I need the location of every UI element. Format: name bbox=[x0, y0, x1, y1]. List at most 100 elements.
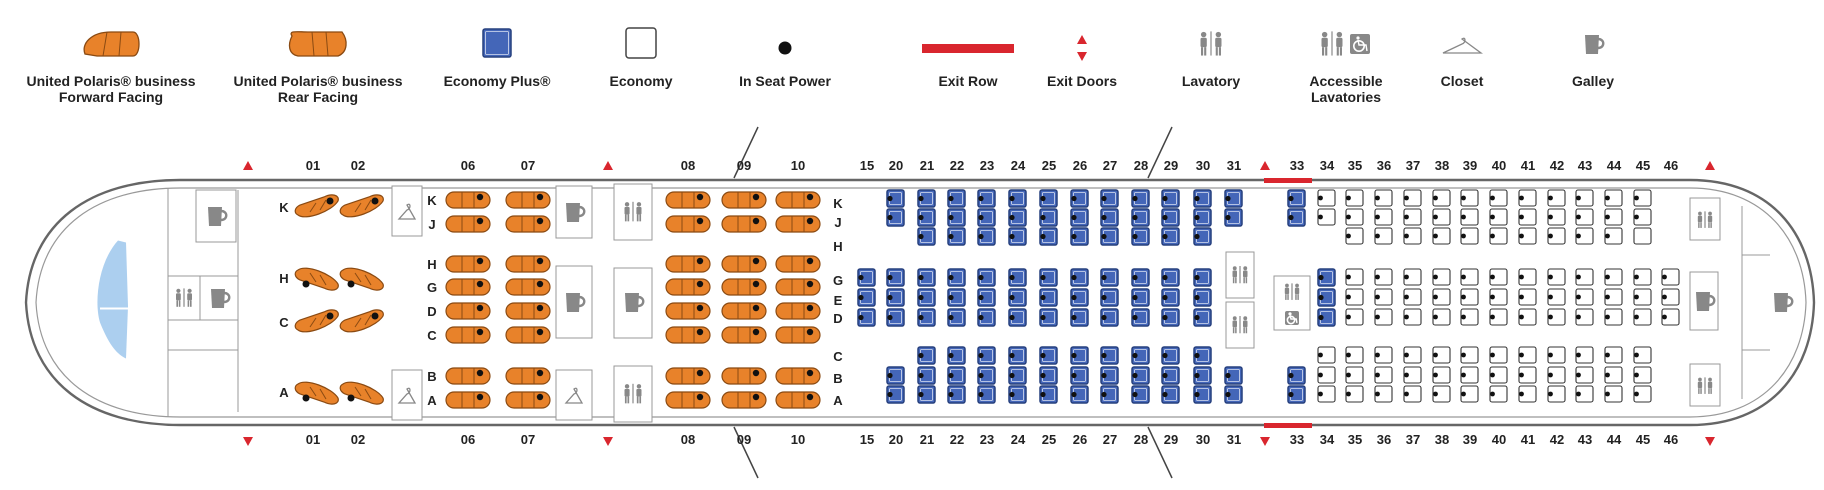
power-dot bbox=[858, 314, 864, 321]
seat-36H bbox=[1374, 227, 1393, 245]
seat-body bbox=[917, 227, 936, 246]
row-label-38: 38 bbox=[1435, 432, 1449, 447]
power-dot bbox=[887, 214, 893, 221]
seat-27C bbox=[1100, 346, 1119, 365]
power-dot bbox=[978, 233, 984, 240]
seat-38H bbox=[1432, 227, 1451, 245]
power-dot bbox=[1162, 274, 1168, 281]
power-dot bbox=[1404, 294, 1409, 300]
power-dot bbox=[978, 314, 984, 321]
seat-body bbox=[1317, 308, 1336, 327]
seat-21A bbox=[917, 385, 936, 404]
seat-body bbox=[1070, 346, 1089, 365]
seat-44H bbox=[1604, 227, 1623, 245]
power-dot bbox=[887, 372, 893, 379]
row-label-39: 39 bbox=[1463, 432, 1477, 447]
power-dot bbox=[1040, 274, 1046, 281]
legend-label: Galley bbox=[1572, 73, 1614, 89]
seat-27B bbox=[1100, 366, 1119, 385]
power-dot bbox=[1009, 233, 1015, 240]
seat-body bbox=[1224, 385, 1243, 404]
power-dot bbox=[1519, 294, 1524, 300]
head bbox=[1356, 36, 1360, 40]
power-dot bbox=[1132, 274, 1138, 281]
leg bbox=[1243, 277, 1245, 284]
seat-body bbox=[886, 268, 905, 287]
torso bbox=[1232, 320, 1237, 328]
seat-23E bbox=[977, 288, 996, 307]
seat-45E bbox=[1633, 288, 1652, 306]
seat-33A bbox=[1287, 385, 1306, 404]
seat-body bbox=[1161, 385, 1180, 404]
power-dot bbox=[696, 217, 704, 225]
seat-34E bbox=[1317, 288, 1336, 307]
seat-body bbox=[1518, 227, 1537, 245]
seat-body bbox=[1008, 227, 1027, 246]
seat-37C bbox=[1403, 346, 1422, 364]
exit-door-arrow-down bbox=[1260, 437, 1270, 446]
power-dot bbox=[752, 393, 760, 401]
seat-27A bbox=[1100, 385, 1119, 404]
seat-36B bbox=[1374, 366, 1393, 384]
power-dot bbox=[696, 280, 704, 288]
seat-10J bbox=[775, 215, 821, 233]
torso bbox=[187, 293, 192, 301]
power-dot bbox=[476, 257, 484, 265]
seat-41C bbox=[1518, 346, 1537, 364]
seat-letter-A: A bbox=[279, 385, 289, 400]
seat-body bbox=[1403, 268, 1422, 286]
seat-body bbox=[1008, 288, 1027, 307]
seat-body bbox=[1604, 346, 1623, 364]
seat-44C bbox=[1604, 346, 1623, 364]
power-dot bbox=[1576, 372, 1581, 378]
person-icon bbox=[624, 202, 630, 222]
seat-letter-B: B bbox=[833, 371, 842, 386]
seat-body bbox=[1193, 346, 1212, 365]
head bbox=[624, 202, 630, 207]
torso bbox=[1294, 287, 1300, 295]
seat-body bbox=[1287, 189, 1306, 208]
seat-42C bbox=[1547, 346, 1566, 364]
row-label-10: 10 bbox=[791, 432, 805, 447]
seat-body bbox=[1345, 308, 1364, 326]
row-label-33: 33 bbox=[1290, 158, 1304, 173]
power-dot bbox=[1318, 195, 1323, 201]
seat-29G bbox=[1161, 268, 1180, 287]
power-dot bbox=[752, 257, 760, 265]
power-dot bbox=[1404, 352, 1409, 358]
seat-body bbox=[1039, 189, 1058, 208]
head bbox=[187, 288, 192, 293]
torso bbox=[1284, 287, 1290, 295]
seat-body bbox=[1374, 346, 1393, 364]
seat-46G bbox=[1661, 268, 1680, 286]
galley-icon bbox=[211, 289, 231, 308]
power-dot bbox=[1040, 314, 1046, 321]
seat-body bbox=[947, 227, 966, 246]
seat-body bbox=[1604, 268, 1623, 286]
person-icon bbox=[1707, 377, 1713, 394]
seat-09A bbox=[721, 391, 767, 409]
power-dot bbox=[1490, 294, 1495, 300]
power-dot bbox=[1225, 195, 1231, 202]
seat-10B bbox=[775, 367, 821, 385]
pod-shell bbox=[665, 326, 711, 344]
row-label-15: 15 bbox=[860, 158, 874, 173]
power-dot bbox=[1548, 314, 1553, 320]
power-dot bbox=[1162, 294, 1168, 301]
power-dot bbox=[536, 328, 544, 336]
row-label-29: 29 bbox=[1164, 432, 1178, 447]
seat-40H bbox=[1489, 227, 1508, 245]
seat-body bbox=[1403, 308, 1422, 326]
seat-body bbox=[1161, 268, 1180, 287]
power-dot bbox=[1040, 233, 1046, 240]
legend-label: Closet bbox=[1441, 73, 1484, 89]
seat-letter-D: D bbox=[427, 304, 436, 319]
pod-shell bbox=[775, 391, 821, 409]
power-dot bbox=[1194, 274, 1200, 281]
cup bbox=[208, 207, 222, 226]
power-dot-icon bbox=[778, 41, 792, 55]
seat-body bbox=[1547, 189, 1566, 207]
seat-body bbox=[977, 288, 996, 307]
seat-body bbox=[1518, 268, 1537, 286]
